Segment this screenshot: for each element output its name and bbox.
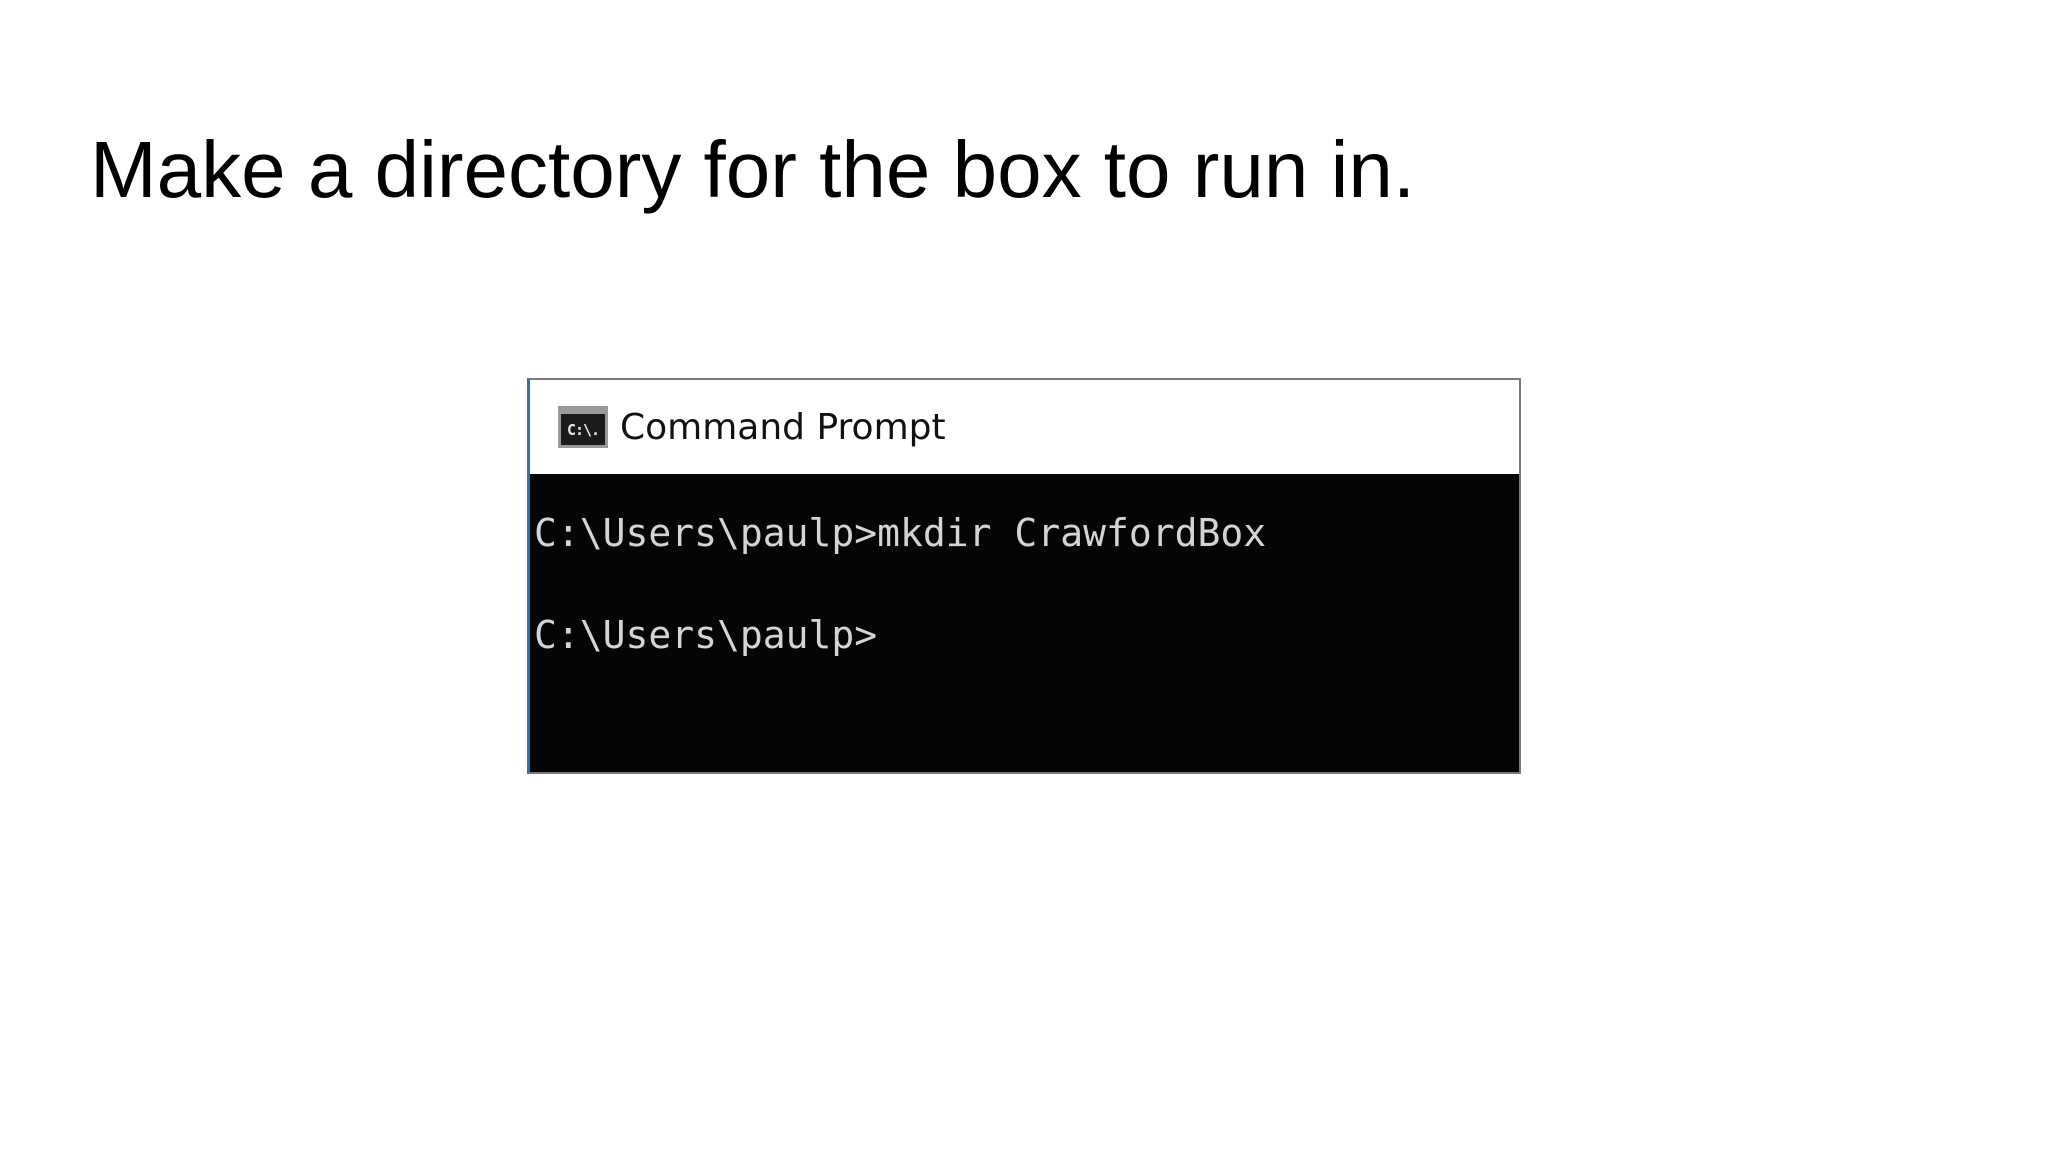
terminal-line: C:\Users\paulp>mkdir CrawfordBox (534, 511, 1267, 555)
command-prompt-icon: C:\. (558, 406, 608, 448)
command-prompt-window[interactable]: C:\. Command Prompt C:\Users\paulp>mkdir… (527, 378, 1521, 774)
terminal-output[interactable]: C:\Users\paulp>mkdir CrawfordBox C:\User… (534, 474, 1519, 772)
terminal-prompt-line: C:\Users\paulp> (534, 613, 878, 657)
command-prompt-icon-glyph: C:\. (566, 420, 600, 439)
slide-title: Make a directory for the box to run in. (90, 125, 1416, 214)
window-titlebar[interactable]: C:\. Command Prompt (530, 380, 1519, 474)
window-title: Command Prompt (620, 406, 946, 448)
